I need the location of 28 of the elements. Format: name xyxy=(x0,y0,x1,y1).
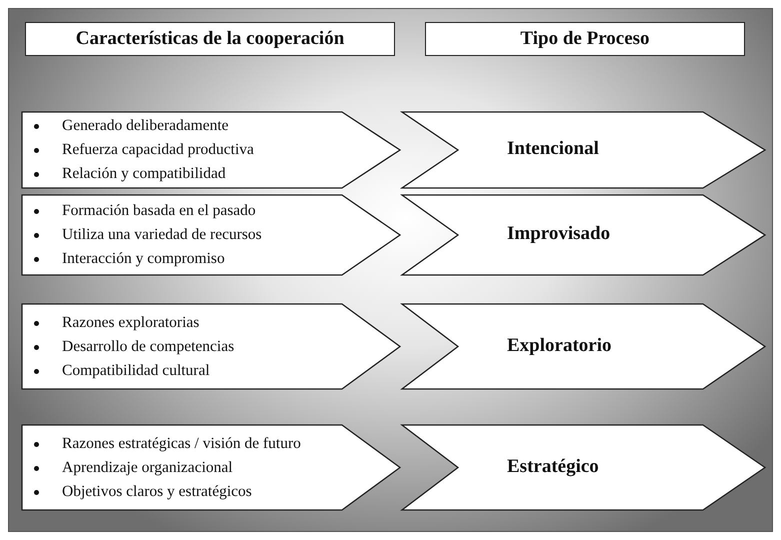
bullet-text: Relación y compatibilidad xyxy=(62,164,226,184)
process-label: Estratégico xyxy=(507,456,599,478)
bullet-text: Utiliza una variedad de recursos xyxy=(62,225,262,245)
bullet-text: Generado deliberadamente xyxy=(62,116,229,136)
chevron-panel xyxy=(402,425,765,510)
bullet-text: Refuerza capacidad productiva xyxy=(62,140,254,160)
bullet-text: Razones estratégicas / visión de futuro xyxy=(62,434,301,454)
bullet-text: Formación basada en el pasado xyxy=(62,201,256,221)
chevron-panel xyxy=(402,304,765,389)
bullet-text: Objetivos claros y estratégicos xyxy=(62,482,252,502)
pentagon-panel xyxy=(22,425,400,510)
bullet-text: Aprendizaje organizacional xyxy=(62,458,233,478)
header-box xyxy=(25,22,395,56)
bullet-text: Razones exploratorias xyxy=(62,313,200,333)
process-label: Intencional xyxy=(507,138,599,160)
pentagon-panel xyxy=(22,304,400,389)
bullet-text: Interacción y compromiso xyxy=(62,249,225,269)
pentagon-panel xyxy=(22,112,400,188)
bullet-text: Compatibilidad cultural xyxy=(62,361,210,381)
chevron-panel xyxy=(402,195,765,275)
pentagon-panel xyxy=(22,195,400,275)
header-box xyxy=(425,22,745,56)
header-text: Características de la cooperación xyxy=(76,28,344,50)
header-text: Tipo de Proceso xyxy=(520,28,650,50)
process-label: Exploratorio xyxy=(507,335,612,357)
bullet-text: Desarrollo de competencias xyxy=(62,337,234,357)
chevron-panel xyxy=(402,112,765,188)
process-label: Improvisado xyxy=(507,223,610,245)
